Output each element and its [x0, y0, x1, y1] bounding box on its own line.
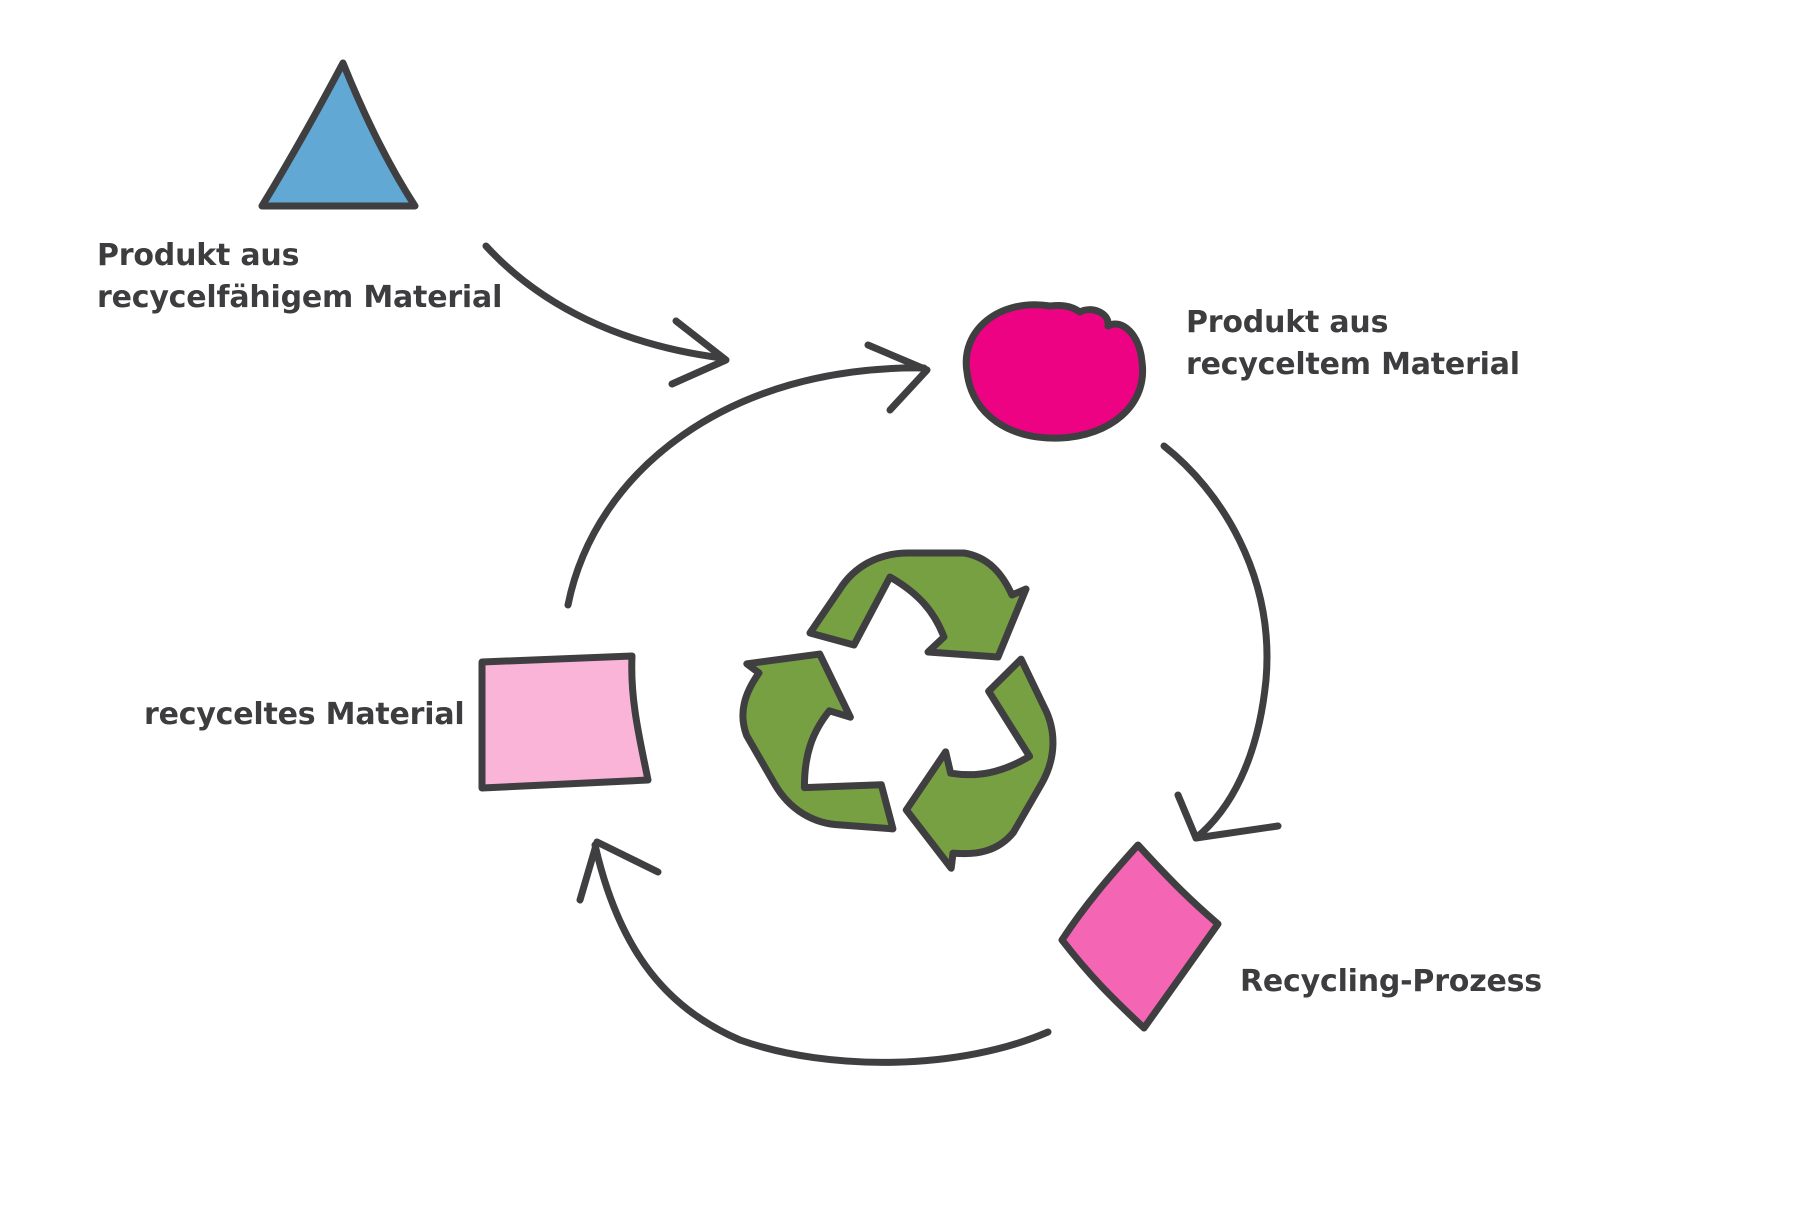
arrowhead-recyclable-to-cycle: [668, 317, 730, 388]
recycle-arrow-left: [716, 630, 914, 869]
label-line: Recycling-Prozess: [1240, 964, 1542, 999]
square-shape: [478, 652, 652, 792]
label-line: recyceltes Material: [144, 697, 465, 732]
arrow-recyclable-to-cycle: [482, 242, 726, 362]
label-recycled-product: Produkt aus recyceltem Material: [1186, 302, 1520, 386]
arrowhead-material-to-product: [864, 341, 931, 414]
label-line: Produkt aus: [97, 238, 300, 273]
arrow-material-to-product: [564, 364, 928, 609]
label-line: Produkt aus: [1186, 305, 1389, 340]
diamond-shape: [1058, 841, 1222, 1032]
arrowhead-product-to-process: [1174, 791, 1282, 842]
recycle-arrow-right: [892, 647, 1090, 886]
recycle-symbol-icon: [716, 549, 1091, 886]
arrow-product-to-process: [1160, 442, 1271, 842]
label-recycling-process: Recycling-Prozess: [1240, 961, 1542, 1003]
circle-shape: [962, 301, 1147, 442]
label-line: recyceltem Material: [1186, 347, 1520, 382]
label-recycled-material: recyceltes Material: [144, 694, 465, 736]
label-line: recycelfähigem Material: [97, 280, 503, 315]
label-recyclable-product: Produkt aus recycelfähigem Material: [97, 235, 502, 319]
arrowhead-process-to-material: [576, 838, 662, 904]
arrow-process-to-material: [591, 841, 1052, 1066]
recycle-arrow-top: [806, 549, 1030, 661]
triangle-shape: [258, 59, 419, 210]
